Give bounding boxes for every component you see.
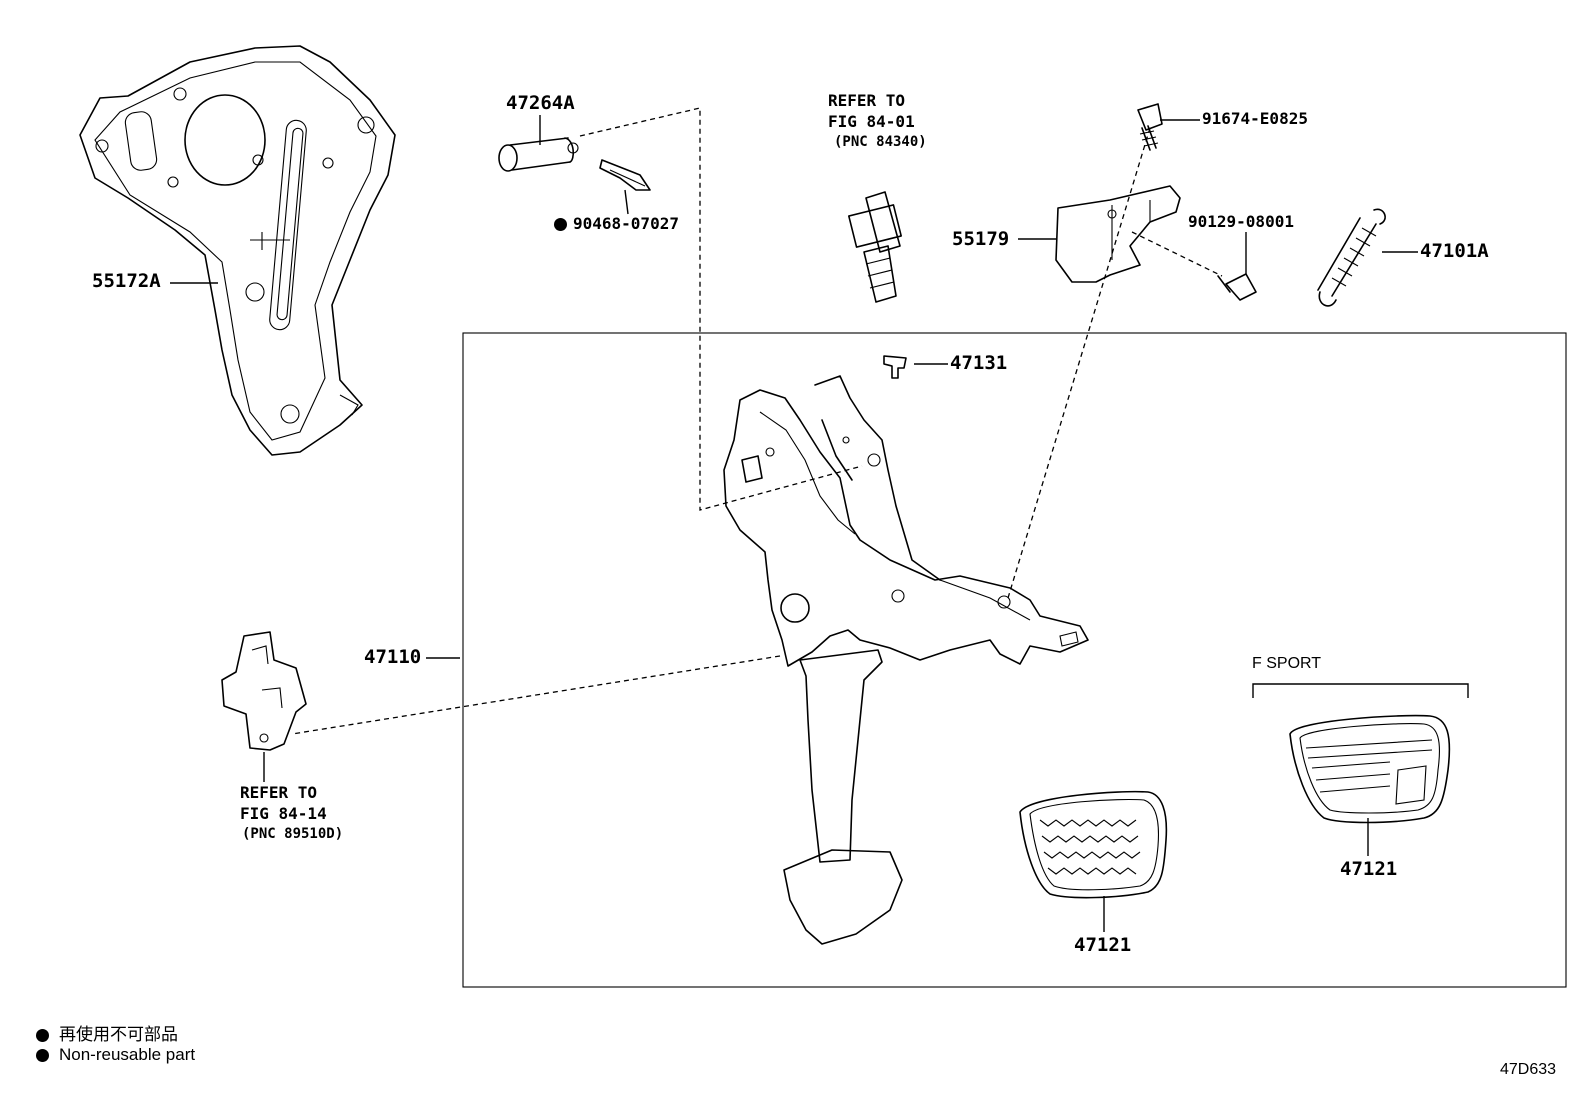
stop-lamp-switch [848, 191, 902, 303]
label-47101A: 47101A [1420, 240, 1489, 262]
legend-text-en: Non-reusable part [59, 1045, 196, 1064]
sport-label: F SPORT [1252, 655, 1322, 672]
label-47121-sport: 47121 [1340, 858, 1398, 880]
label-90129-08001: 90129-08001 [1188, 212, 1294, 231]
pedal-pad-47121-sport [1289, 714, 1451, 824]
figure-id: 47D633 [1500, 1061, 1557, 1078]
pedal-sensor [221, 631, 307, 751]
label-47131: 47131 [950, 352, 1008, 374]
filled-circle-icon [36, 1029, 49, 1043]
ref-line-3: (PNC 84340) [834, 134, 927, 150]
filled-circle-icon [36, 1049, 49, 1063]
part-number-text: 90468-07027 [573, 214, 679, 233]
sport-bracket-line [1252, 683, 1469, 698]
reference-fig-84-01: REFER TO FIG 84-01 (PNC 84340) [828, 90, 927, 153]
bracket-55179 [1055, 185, 1181, 283]
clevis-pin-47264A [498, 137, 579, 172]
ref-line-2: FIG 84-01 [828, 112, 915, 131]
ref-line-1: REFER TO [828, 91, 906, 110]
bolt-91674-E0825 [1137, 103, 1163, 151]
legend-english: Non-reusable part [36, 1045, 195, 1065]
label-55172A: 55172A [92, 270, 161, 292]
clip-90468-07027 [599, 159, 651, 191]
return-spring-47101A [1317, 208, 1386, 307]
label-47110: 47110 [364, 646, 422, 668]
filled-circle-icon [554, 218, 567, 231]
reference-fig-84-14: REFER TO FIG 84-14 (PNC 89510D) [240, 782, 343, 845]
pedal-pad-47121-standard [1019, 790, 1168, 899]
ref-line-3: (PNC 89510D) [242, 826, 344, 842]
brake-pedal-assembly-47110 [723, 375, 1089, 945]
label-47121-standard: 47121 [1074, 934, 1132, 956]
label-55179: 55179 [952, 228, 1010, 250]
ref-line-2: FIG 84-14 [240, 804, 327, 823]
assembly-box-47110 [462, 332, 1567, 988]
bracket-plate-55172A [79, 45, 396, 456]
label-91674-E0825: 91674-E0825 [1202, 109, 1308, 128]
bolt-90129-08001 [1217, 273, 1257, 301]
legend-text-jp: 再使用不可部品 [59, 1025, 178, 1044]
label-90468-07027: 90468-07027 [554, 216, 679, 232]
stopper-47131 [883, 355, 907, 379]
legend-japanese: 再使用不可部品 [36, 1020, 178, 1045]
label-47264A: 47264A [506, 92, 575, 114]
ref-line-1: REFER TO [240, 783, 318, 802]
